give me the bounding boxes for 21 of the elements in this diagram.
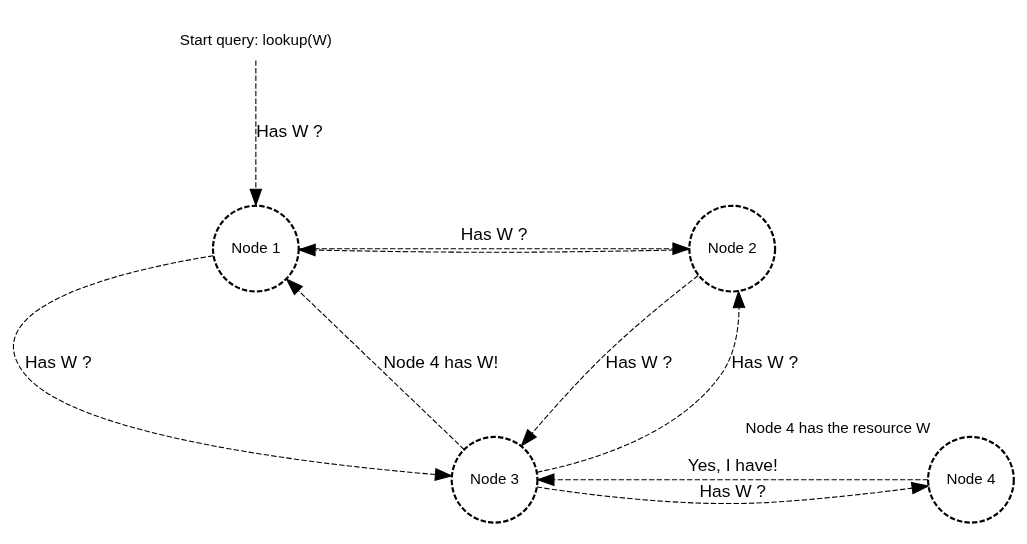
node-circle: Node 4 — [927, 435, 1015, 524]
edge-label: Has W ? — [699, 480, 767, 501]
edge-label: Has W ? — [460, 223, 528, 244]
edge-label: Has W ? — [731, 352, 799, 373]
arrow — [536, 473, 929, 487]
node-circle: Node 2 — [688, 204, 777, 293]
edge-label: Has W ? — [256, 121, 323, 142]
edge-label: Yes, I have! — [687, 454, 778, 475]
node-label: Node 4 has the resource W — [745, 418, 931, 436]
arrow — [249, 60, 263, 208]
edge-label: Has W ? — [605, 352, 673, 373]
node-circle: Node 3 — [450, 435, 539, 524]
arrow — [520, 275, 699, 448]
node-circle: Node 1 — [211, 204, 300, 293]
edge-label: Node 4 has W! — [383, 352, 499, 373]
edge-label: Has W ? — [25, 352, 92, 373]
arrow — [536, 289, 746, 473]
arrow — [13, 255, 454, 481]
node-text: Start query: lookup(W) — [179, 30, 332, 48]
arrow — [536, 481, 930, 505]
arrow — [285, 278, 465, 450]
